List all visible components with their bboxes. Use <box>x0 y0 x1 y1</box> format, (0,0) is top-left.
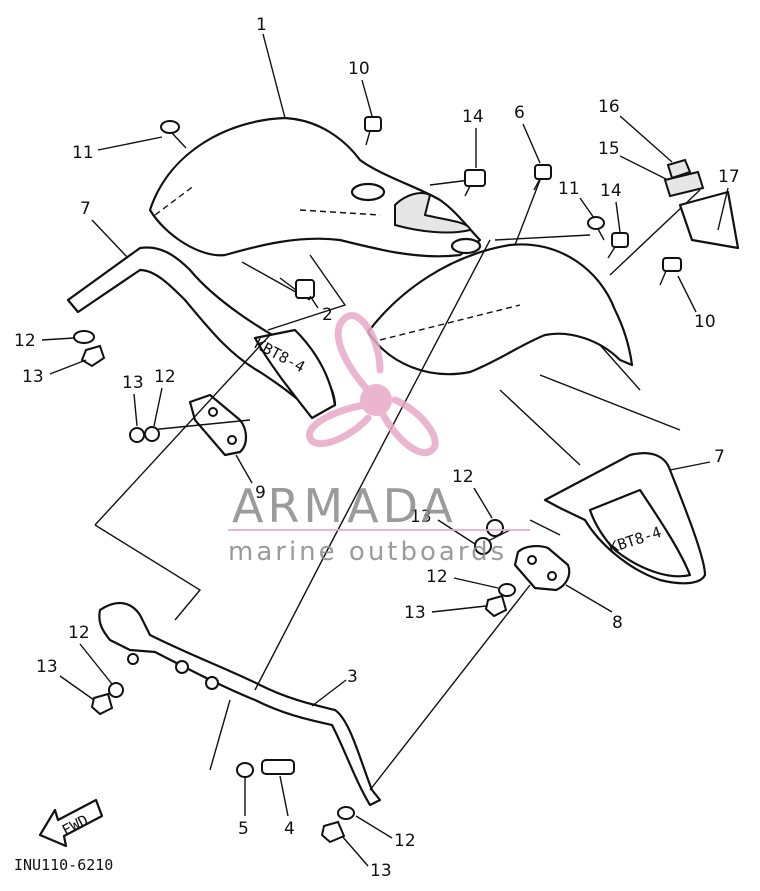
callout-12-mid: 12 <box>452 467 474 487</box>
bolt-14-top <box>464 169 486 197</box>
callout-12-center: 12 <box>154 367 176 387</box>
callout-12-left: 12 <box>14 331 36 351</box>
screw-11-left <box>160 120 187 149</box>
callout-13-left: 13 <box>22 367 44 387</box>
callout-6: 6 <box>514 103 525 123</box>
bolt-6 <box>533 164 552 191</box>
callout-13-stay: 13 <box>36 657 58 677</box>
callout-12-stay: 12 <box>68 623 90 643</box>
callout-3: 3 <box>347 667 358 687</box>
callout-10-top: 10 <box>348 59 370 79</box>
bolt-14-right <box>607 232 629 259</box>
washer-nut-mid <box>474 519 504 555</box>
callout-5: 5 <box>238 819 249 839</box>
callout-17: 17 <box>718 167 740 187</box>
callout-15: 15 <box>598 139 620 159</box>
callout-numbers: 1 10 14 6 16 15 17 11 11 14 7 2 10 12 13… <box>14 15 740 881</box>
callout-9: 9 <box>255 483 266 503</box>
washer-nut-stay-left <box>90 682 124 716</box>
callout-13-center: 13 <box>122 373 144 393</box>
washer-nut-bottom <box>320 806 355 844</box>
callout-1: 1 <box>256 15 267 35</box>
front-fender <box>148 116 482 258</box>
callout-14-right: 14 <box>600 181 622 201</box>
right-stay-bracket: KBT8-4 <box>543 452 707 585</box>
armada-watermark: ARMADA marine outboards <box>228 312 530 567</box>
callout-13-mid: 13 <box>410 507 432 527</box>
washer-nut-center <box>129 426 160 443</box>
callout-12-lower: 12 <box>426 567 448 587</box>
washer-nut-lower <box>484 583 516 618</box>
watermark-tagline: marine outboards <box>228 537 507 567</box>
bolt-4-washer-5 <box>236 759 295 778</box>
leader-lines <box>94 117 701 791</box>
callout-10-right: 10 <box>694 312 716 332</box>
rear-fender <box>366 237 634 376</box>
callout-14-top: 14 <box>462 107 484 127</box>
front-stay <box>98 602 382 807</box>
callout-11-right: 11 <box>558 179 580 199</box>
fwd-arrow: FWD <box>38 798 104 848</box>
bolt-10-right <box>659 257 682 286</box>
callout-2: 2 <box>322 305 333 325</box>
left-stay-bracket: KBT8-4 <box>66 246 337 420</box>
callout-13-bottom: 13 <box>370 861 392 881</box>
bolt-10-top <box>364 116 382 146</box>
plate-8 <box>513 545 571 592</box>
bolt-2 <box>279 277 315 299</box>
callout-12-bottom: 12 <box>394 831 416 851</box>
callout-11-left: 11 <box>72 143 94 163</box>
callout-7-left: 7 <box>80 199 91 219</box>
callout-7-right: 7 <box>714 447 725 467</box>
screw-11-right <box>587 216 605 241</box>
fasteners <box>73 116 740 844</box>
propeller-hub-icon <box>360 384 392 416</box>
callout-16: 16 <box>598 97 620 117</box>
plate-9 <box>188 393 248 457</box>
reference-code: INU110-6210 <box>14 856 113 874</box>
callout-8: 8 <box>612 613 623 633</box>
watermark-brand: ARMADA <box>232 479 457 533</box>
callout-4: 4 <box>284 819 295 839</box>
propeller-logo-icon <box>306 312 439 457</box>
callout-13-lower: 13 <box>404 603 426 623</box>
washer-nut-left <box>73 330 106 368</box>
